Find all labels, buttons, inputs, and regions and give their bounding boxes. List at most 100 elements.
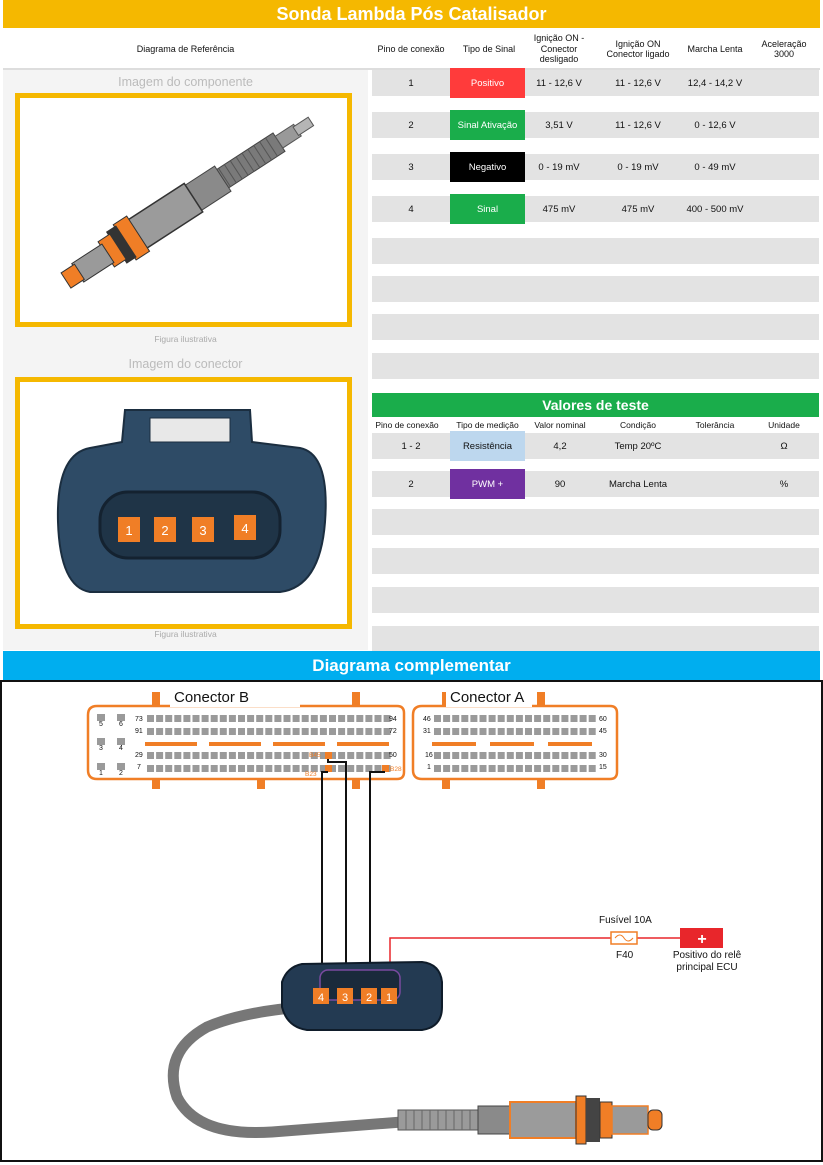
plug-pin-label: 3 <box>342 992 348 1004</box>
connector-pin <box>374 728 382 735</box>
ignition-off-value: 0 - 19 mV <box>538 161 580 173</box>
sensor-cable <box>167 1001 408 1139</box>
connector-pin <box>579 728 587 735</box>
connector-pin <box>506 765 514 772</box>
idle-value: 0 - 49 mV <box>694 161 736 173</box>
connector-pin <box>238 715 245 722</box>
connector-pin <box>525 715 532 722</box>
connector-pin <box>156 715 164 722</box>
connector-pin <box>329 728 336 735</box>
connector-pin <box>310 728 318 735</box>
connector-pin <box>210 752 218 759</box>
wire-pin3 <box>327 759 347 969</box>
connector-pin <box>434 765 441 772</box>
fuse-id: F40 <box>616 950 634 961</box>
connector-pin <box>588 765 596 772</box>
pin-label-b28: B28 <box>390 766 402 773</box>
connector-pin <box>210 728 218 735</box>
connector-a-pins <box>434 715 596 772</box>
lambda-sensor-illustration <box>60 116 315 289</box>
connector-pin <box>97 738 105 745</box>
connector-pin <box>310 765 318 772</box>
connector-pin <box>552 765 560 772</box>
connector-pin <box>434 728 441 735</box>
fuse-element <box>614 934 634 942</box>
connector-pin <box>365 765 373 772</box>
connector-pin <box>238 765 245 772</box>
connector-pin <box>201 728 209 735</box>
pin-label: 4 <box>119 745 123 752</box>
relay-positive-icon <box>680 928 723 948</box>
connector-pin <box>117 714 125 721</box>
connector-pin-1 <box>118 517 140 542</box>
connector-pin <box>310 752 318 759</box>
connector-pin <box>479 765 487 772</box>
connector-pin <box>338 715 346 722</box>
connector-pin <box>329 765 336 772</box>
table-row: 3 Negativo 0 - 19 mV 0 - 19 mV 0 - 49 mV <box>372 152 819 182</box>
connector-pin <box>570 765 578 772</box>
connector-pin <box>219 765 227 772</box>
idle-value: 0 - 12,6 V <box>694 119 736 131</box>
connector-pin <box>256 728 264 735</box>
connector-pin <box>192 765 200 772</box>
connector-pin <box>97 763 105 770</box>
connector-pin <box>265 752 273 759</box>
relay-label-line1: Positivo do relê <box>673 950 742 961</box>
connector-pin <box>219 752 227 759</box>
connector-pin-3 <box>192 517 214 542</box>
connector-pin <box>443 715 451 722</box>
pin-label: 6 <box>119 721 123 728</box>
connector-pin <box>347 752 355 759</box>
connector-pin <box>219 715 227 722</box>
connector-pin <box>443 728 451 735</box>
connector-pin <box>117 738 125 745</box>
connector-pin <box>283 765 291 772</box>
wire-pin2 <box>369 771 385 969</box>
separator-bar <box>432 742 476 746</box>
plug-pin-4 <box>313 988 329 1004</box>
connector-pin <box>443 765 451 772</box>
connector-pin <box>165 752 173 759</box>
connector-pin-label-2: 2 <box>161 523 168 538</box>
test-header-pin: Pino de conexão <box>375 420 439 430</box>
connector-pin <box>274 752 282 759</box>
connector-pin <box>579 715 587 722</box>
connector-pin <box>256 715 264 722</box>
connector-pin <box>97 714 105 721</box>
plug-pin-3 <box>337 988 353 1004</box>
nominal-value: 90 <box>554 478 566 490</box>
connector-pin <box>365 752 373 759</box>
header-ignition-off: Ignição ON - Conector desligado <box>533 33 585 65</box>
connector-pin <box>374 715 382 722</box>
connector-pin <box>356 715 364 722</box>
connector-pin <box>301 715 309 722</box>
connector-pin <box>210 715 218 722</box>
connector-pin <box>247 715 255 722</box>
connector-pin <box>147 765 154 772</box>
connector-pin <box>174 728 182 735</box>
connector-pin <box>461 728 469 735</box>
connector-pin-label-1: 1 <box>125 523 132 538</box>
pin-label: 46 <box>423 716 431 723</box>
connector-b-tab <box>352 692 360 706</box>
pin-label: 1 <box>99 770 103 777</box>
connector-pin <box>274 715 282 722</box>
connector-pin <box>543 765 551 772</box>
test-pin: 1 - 2 <box>401 440 421 452</box>
connector-pin <box>183 715 191 722</box>
connector-pin <box>497 765 505 772</box>
connector-pin <box>497 728 505 735</box>
pin-label: 5 <box>99 721 103 728</box>
ecu-pin-b23 <box>325 765 332 772</box>
connector-pin <box>443 752 451 759</box>
connector-pin <box>588 715 596 722</box>
connector-pin <box>310 715 318 722</box>
empty-row <box>372 353 819 379</box>
connector-pin <box>256 765 264 772</box>
connector-pin <box>338 765 346 772</box>
connector-pin <box>283 715 291 722</box>
connector-pin <box>588 752 596 759</box>
connector-pin <box>347 715 355 722</box>
connector-pin <box>219 728 227 735</box>
